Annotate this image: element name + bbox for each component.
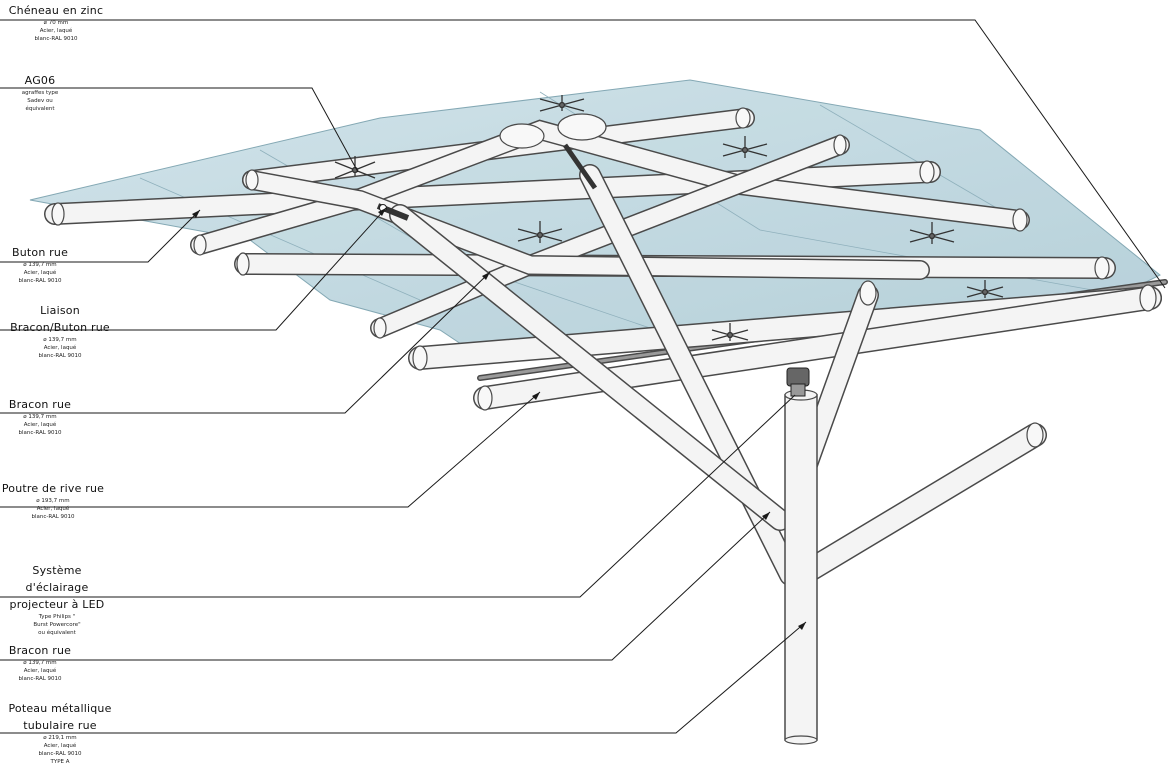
spec-line: blanc-RAL 9010 bbox=[18, 676, 62, 682]
callout-title: Poutre de rive rue bbox=[1, 482, 105, 495]
callout-title: Système d'éclairage projecteur à LED bbox=[9, 564, 105, 611]
spec-line: Acier, laqué bbox=[43, 743, 77, 749]
callout-title: Bracon rue bbox=[8, 644, 72, 657]
spec-line: ou équivalent bbox=[38, 630, 76, 636]
callout-bracon-lower: Bracon rue ⌀ 139,7 mm Acier, laqué blanc… bbox=[0, 642, 80, 683]
spec-line: Type Philips " bbox=[38, 614, 76, 620]
callout-bracon-upper: Bracon rue ⌀ 139,7 mm Acier, laqué blanc… bbox=[0, 396, 80, 437]
callout-liaison: Liaison Bracon/Buton rue ⌀ 139,7 mm Acie… bbox=[0, 302, 120, 360]
main-column bbox=[784, 389, 818, 745]
callout-spec: ⌀ 139,7 mm Acier, laqué blanc-RAL 9010 bbox=[0, 261, 80, 285]
callout-spec: ⌀ 70 mm Acier, laqué blanc-RAL 9010 bbox=[0, 19, 112, 43]
spec-line: TYPE A bbox=[50, 759, 70, 765]
spec-line: agraffes type bbox=[21, 90, 59, 96]
spec-line: ⌀ 139,7 mm bbox=[23, 660, 57, 666]
tube-end-caps bbox=[51, 107, 1157, 448]
spec-line: blanc-RAL 9010 bbox=[34, 36, 78, 42]
spec-line: équivalent bbox=[25, 106, 55, 112]
spec-line: Acier, laqué bbox=[43, 345, 77, 351]
leader-arrowheads bbox=[192, 208, 806, 630]
spec-line: Acier, laqué bbox=[39, 28, 73, 34]
spec-line: Acier, laqué bbox=[23, 422, 57, 428]
callout-title: Liaison Bracon/Buton rue bbox=[10, 304, 110, 334]
callout-eclairage: Système d'éclairage projecteur à LED Typ… bbox=[0, 562, 114, 637]
callout-spec: ⌀ 139,7 mm Acier, laqué blanc-RAL 9010 bbox=[0, 336, 120, 360]
callout-spec: agraffes type Sadev ou équivalent bbox=[0, 89, 80, 113]
callout-spec: ⌀ 219,1 mm Acier, laqué blanc-RAL 9010 T… bbox=[0, 734, 120, 766]
spec-line: blanc-RAL 9010 bbox=[31, 514, 75, 520]
spec-line: ⌀ 193,7 mm bbox=[36, 498, 70, 504]
spec-line: blanc-RAL 9010 bbox=[18, 278, 62, 284]
callout-title: Buton rue bbox=[11, 246, 69, 259]
callout-buton: Buton rue ⌀ 139,7 mm Acier, laqué blanc-… bbox=[0, 244, 80, 285]
led-projector bbox=[786, 367, 810, 397]
spec-line: ⌀ 139,7 mm bbox=[23, 414, 57, 420]
spec-line: Acier, laqué bbox=[23, 270, 57, 276]
spec-line: blanc-RAL 9010 bbox=[18, 430, 62, 436]
spec-line: ⌀ 219,1 mm bbox=[43, 735, 77, 741]
callout-poutre: Poutre de rive rue ⌀ 193,7 mm Acier, laq… bbox=[0, 480, 106, 521]
callout-title: Chéneau en zinc bbox=[8, 4, 104, 17]
spec-line: ⌀ 139,7 mm bbox=[23, 262, 57, 268]
callout-spec: ⌀ 139,7 mm Acier, laqué blanc-RAL 9010 bbox=[0, 413, 80, 437]
spec-line: blanc-RAL 9010 bbox=[38, 751, 82, 757]
callout-spec: ⌀ 139,7 mm Acier, laqué blanc-RAL 9010 bbox=[0, 659, 80, 683]
spec-line: blanc-RAL 9010 bbox=[38, 353, 82, 359]
callout-poteau: Poteau métallique tubulaire rue ⌀ 219,1 … bbox=[0, 700, 120, 766]
callout-title: Poteau métallique tubulaire rue bbox=[8, 702, 112, 732]
spider-clamps bbox=[334, 95, 1004, 341]
spec-line: Sadev ou bbox=[27, 98, 53, 104]
spec-line: Acier, laqué bbox=[36, 506, 70, 512]
callout-spec: ⌀ 193,7 mm Acier, laqué blanc-RAL 9010 bbox=[0, 497, 106, 521]
callout-cheneau: Chéneau en zinc ⌀ 70 mm Acier, laqué bla… bbox=[0, 2, 112, 43]
spec-line: ⌀ 70 mm bbox=[43, 20, 69, 26]
spec-line: Acier, laqué bbox=[23, 668, 57, 674]
callout-spec: Type Philips " Burst Powercore" ou équiv… bbox=[0, 613, 114, 637]
spec-line: Burst Powercore" bbox=[33, 622, 81, 628]
spec-line: ⌀ 139,7 mm bbox=[43, 337, 77, 343]
leader-lines bbox=[0, 19, 1166, 734]
callout-ag06: AG06 agraffes type Sadev ou équivalent bbox=[0, 72, 80, 113]
callout-title: AG06 bbox=[24, 74, 56, 87]
callout-title: Bracon rue bbox=[8, 398, 72, 411]
